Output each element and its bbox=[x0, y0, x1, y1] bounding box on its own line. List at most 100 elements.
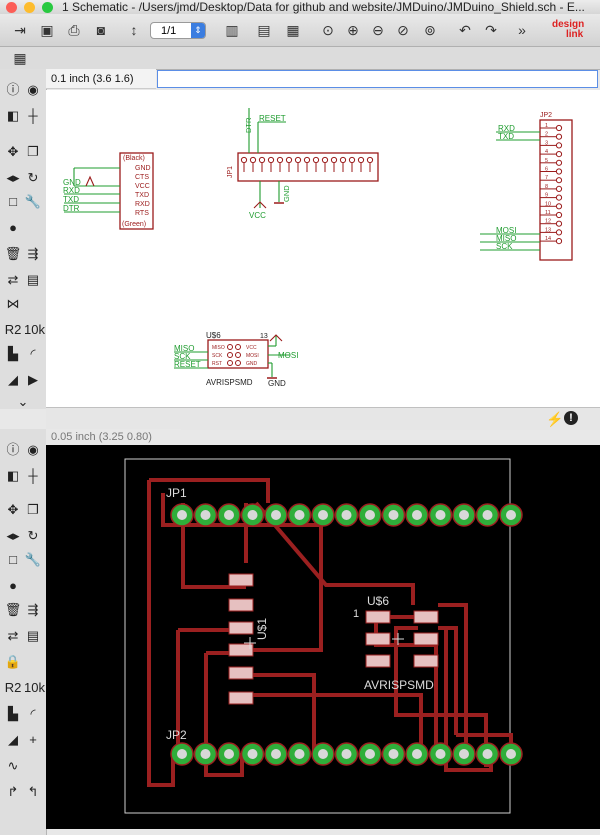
board-add-icon[interactable]: ⇶ bbox=[27, 602, 39, 617]
sheet-icon[interactable]: ↕ bbox=[130, 22, 138, 38]
board-replace-icon[interactable]: ⇄ bbox=[7, 628, 19, 643]
move-icon[interactable]: ✥ bbox=[7, 144, 19, 159]
zoom-window-icon[interactable] bbox=[42, 2, 53, 13]
pinswap-icon[interactable]: ⇄ bbox=[7, 272, 19, 287]
u6-smd-pad[interactable] bbox=[413, 632, 439, 646]
board-canvas[interactable]: JP1 JP2 U$1 U$6 1 AVRISPSMD bbox=[46, 445, 600, 829]
jp2-pad-drill bbox=[365, 749, 375, 759]
ripup-icon[interactable]: ↰ bbox=[27, 784, 39, 799]
zoom-select-icon[interactable]: ⊚ bbox=[424, 22, 436, 38]
zoom-redraw-icon[interactable]: ⊘ bbox=[397, 22, 409, 38]
undo-icon[interactable]: ↶ bbox=[459, 22, 471, 38]
jp2-net-miso: MISO bbox=[496, 234, 516, 243]
meander-icon[interactable]: ∿ bbox=[7, 758, 19, 773]
layer-icon[interactable]: ◧ bbox=[6, 108, 20, 123]
u6-smd-pad[interactable] bbox=[413, 610, 439, 624]
u1-smd-pad[interactable] bbox=[228, 621, 254, 635]
board-layer-icon[interactable]: ◧ bbox=[6, 468, 20, 483]
board-rotate-icon[interactable]: ↻ bbox=[27, 528, 39, 543]
change-icon[interactable]: 🔧 bbox=[24, 194, 42, 209]
jp2-pin bbox=[555, 124, 563, 132]
u1-smd-pad[interactable] bbox=[228, 573, 254, 587]
u1-smd-pad[interactable] bbox=[228, 691, 254, 705]
u6-smd-pad[interactable] bbox=[413, 654, 439, 668]
u1-smd-pad[interactable] bbox=[228, 666, 254, 680]
value-icon[interactable]: 10k bbox=[24, 322, 45, 337]
board-change-icon[interactable]: 🔧 bbox=[24, 552, 42, 567]
route-icon[interactable]: ↱ bbox=[7, 784, 19, 799]
u6-value-label: AVRISPSMD bbox=[364, 678, 434, 692]
zoom-out-icon[interactable]: ⊖ bbox=[372, 22, 384, 38]
schematic-coordinate-display: 0.1 inch (3.6 1.6) bbox=[46, 69, 156, 89]
board-miter-icon[interactable]: ◜ bbox=[30, 706, 36, 721]
delete-icon[interactable]: 🗑 bbox=[4, 246, 22, 261]
lightning-icon[interactable]: ⚡ bbox=[546, 411, 564, 427]
u1-smd-pad[interactable] bbox=[228, 643, 254, 657]
stop-icon[interactable]: ! bbox=[564, 411, 578, 425]
isp-pin-rst: RST bbox=[212, 361, 222, 367]
show-icon[interactable]: ◉ bbox=[27, 82, 39, 97]
net-icon[interactable]: ▶ bbox=[28, 372, 38, 387]
board-mirror-icon[interactable]: ◂▸ bbox=[6, 528, 20, 543]
zoom-in-icon[interactable]: ⊕ bbox=[347, 22, 359, 38]
u6-smd-pad[interactable] bbox=[365, 610, 391, 624]
jp2-pad-drill bbox=[271, 749, 281, 759]
save-icon[interactable]: ▣ bbox=[40, 22, 54, 38]
smash-icon[interactable]: ▙ bbox=[8, 346, 18, 361]
u6-smd-pad[interactable] bbox=[365, 632, 391, 646]
command-line-input[interactable] bbox=[157, 70, 598, 88]
board-copy-icon[interactable]: ❐ bbox=[27, 502, 39, 517]
add-icon[interactable]: ⇶ bbox=[27, 246, 39, 261]
zoom-fit-icon[interactable]: ⊙ bbox=[322, 22, 334, 38]
board-move-icon[interactable]: ✥ bbox=[7, 502, 19, 517]
sheet-selector[interactable]: 1/1 ⇕ bbox=[150, 22, 206, 39]
schematic-canvas[interactable]: (Black) (Green) GND CTS VCC TXD RXD RTS … bbox=[46, 90, 600, 407]
jp1-pin bbox=[321, 156, 329, 164]
board-mark-icon[interactable]: ┼ bbox=[28, 468, 38, 483]
lock-icon[interactable]: 🔒 bbox=[4, 654, 22, 669]
board-wire-icon[interactable]: ◢ bbox=[8, 732, 18, 747]
expand-palette-icon[interactable]: ⌄ bbox=[17, 394, 29, 409]
info-icon[interactable]: ⓘ bbox=[6, 82, 20, 97]
copy-icon[interactable]: ❐ bbox=[27, 144, 39, 159]
u1-smd-pad[interactable] bbox=[228, 598, 254, 612]
paste-icon[interactable]: ● bbox=[9, 220, 17, 235]
open-icon[interactable]: ⇥ bbox=[14, 22, 26, 38]
jp1-pin bbox=[330, 156, 338, 164]
split-icon[interactable]: ⋈ bbox=[6, 296, 20, 311]
rotate-icon[interactable]: ↻ bbox=[27, 170, 39, 185]
miter-icon[interactable]: ◜ bbox=[30, 346, 36, 361]
board-optimize-icon[interactable]: ▤ bbox=[26, 628, 40, 643]
redo-icon[interactable]: ↷ bbox=[485, 22, 497, 38]
u6-smd-pad[interactable] bbox=[365, 654, 391, 668]
minimize-window-icon[interactable] bbox=[24, 2, 35, 13]
print-icon[interactable]: ⎙ bbox=[68, 22, 80, 38]
wire-icon[interactable]: ◢ bbox=[8, 372, 18, 387]
mirror-icon[interactable]: ◂▸ bbox=[6, 170, 20, 185]
run-ulp-icon[interactable]: ▦ bbox=[286, 22, 300, 38]
board-delete-icon[interactable]: 🗑 bbox=[4, 602, 22, 617]
board-show-icon[interactable]: ◉ bbox=[27, 442, 39, 457]
replace-icon[interactable]: ▤ bbox=[26, 272, 40, 287]
jp1-pad-drill bbox=[200, 510, 211, 520]
board-name-icon[interactable]: R2 bbox=[4, 680, 22, 695]
group-icon[interactable]: □ bbox=[9, 194, 17, 209]
design-link-logo[interactable]: design link bbox=[552, 20, 584, 40]
stepper-icon[interactable]: ⇕ bbox=[191, 23, 205, 38]
use-icon[interactable]: ▥ bbox=[225, 22, 239, 38]
more-icon[interactable]: » bbox=[518, 22, 526, 38]
board-info-icon[interactable]: ⓘ bbox=[6, 442, 20, 457]
grid-icon[interactable]: ▦ bbox=[13, 50, 27, 66]
name-icon[interactable]: R2 bbox=[4, 322, 22, 337]
board-paste-icon[interactable]: ● bbox=[9, 578, 17, 593]
script-icon[interactable]: ▤ bbox=[257, 22, 271, 38]
ftdi-pin-6: RTS bbox=[135, 210, 149, 217]
board-smash-icon[interactable]: ▙ bbox=[8, 706, 18, 721]
cam-icon[interactable]: ◙ bbox=[96, 22, 106, 38]
isp-body bbox=[207, 339, 269, 369]
board-split-icon[interactable]: + bbox=[29, 732, 37, 747]
board-group-icon[interactable]: □ bbox=[9, 552, 17, 567]
board-value-icon[interactable]: 10k bbox=[24, 680, 45, 695]
close-window-icon[interactable] bbox=[6, 2, 17, 13]
mark-icon[interactable]: ┼ bbox=[28, 108, 38, 123]
